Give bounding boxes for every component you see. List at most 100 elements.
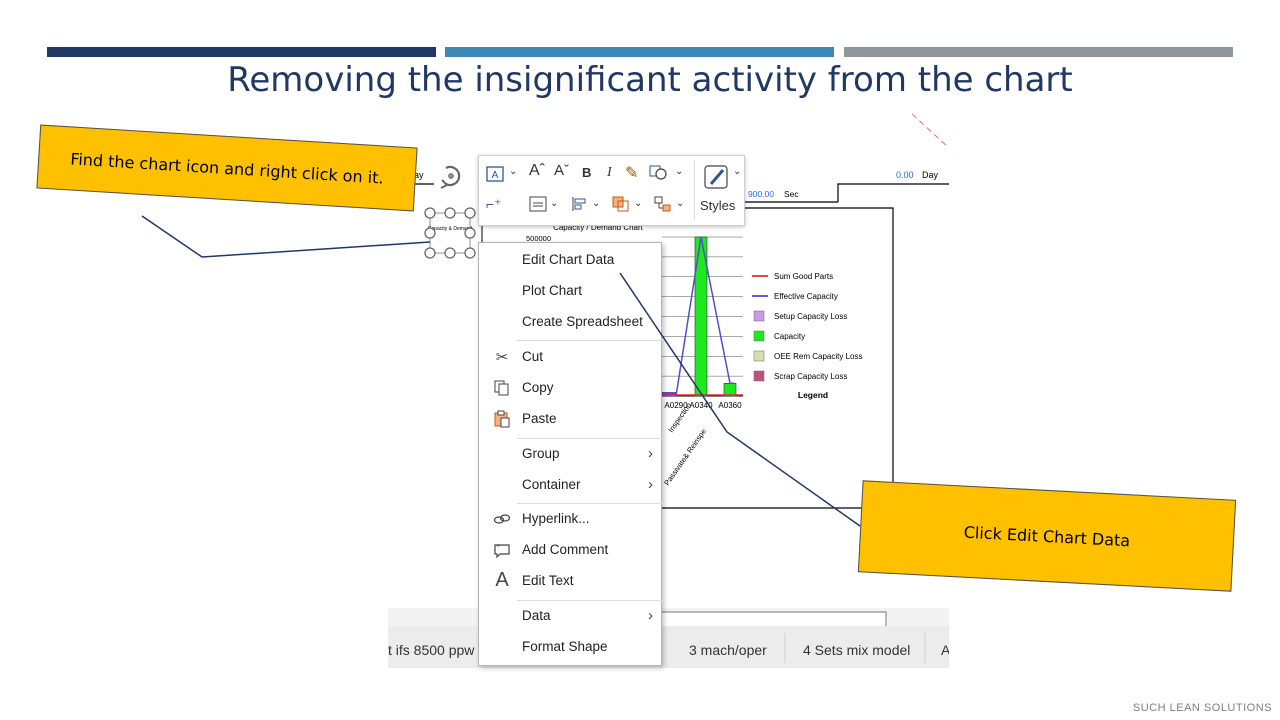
legend-swatch (753, 350, 765, 362)
sheet-tab-mix-model[interactable]: 4 Sets mix model (803, 642, 910, 658)
menu-item-label: Format Shape (522, 639, 608, 654)
menu-item-label: Plot Chart (522, 283, 583, 298)
menu-item-paste[interactable]: Paste (479, 405, 663, 435)
selection-handle[interactable] (424, 207, 436, 219)
text-box-icon[interactable]: A (486, 166, 504, 185)
shrink-font-icon[interactable]: Aˇ (554, 162, 569, 179)
connector-line-1 (141, 215, 431, 258)
y-tick-label: 500000 (526, 234, 551, 243)
comment-icon: + (492, 541, 512, 561)
legend-swatch (753, 330, 765, 342)
menu-item-data[interactable]: Data › (479, 602, 663, 632)
menu-item-label: Add Comment (522, 542, 609, 557)
context-menu: Edit Chart Data Plot Chart Create Spread… (478, 242, 663, 666)
sec-value: 900.00 (748, 189, 774, 199)
menu-item-container[interactable]: Container › (479, 471, 663, 501)
bold-icon[interactable]: B (582, 165, 592, 180)
selection-handle[interactable] (464, 227, 476, 239)
menu-item-hyperlink[interactable]: Hyperlink... (479, 505, 663, 535)
link-icon (492, 510, 512, 530)
dashed-guide-line (911, 113, 949, 149)
legend-swatch (753, 310, 765, 322)
styles-label[interactable]: Styles (700, 198, 736, 213)
menu-item-cut[interactable]: ✂ Cut (479, 343, 663, 373)
align-shapes-icon[interactable] (571, 196, 589, 215)
arrange-icon[interactable] (612, 196, 630, 215)
chevron-down-icon[interactable]: ⌄ (676, 198, 685, 209)
chart-shape-icon[interactable]: Capacity & Demand (424, 207, 476, 259)
menu-item-label: Copy (522, 380, 554, 395)
capacity-bar (723, 382, 737, 397)
fill-color-icon[interactable] (649, 164, 669, 183)
menu-item-label: Hyperlink... (522, 511, 590, 526)
position-icon[interactable] (654, 196, 672, 215)
connector-icon[interactable]: ⌐⁺ (486, 196, 502, 212)
menu-item-create-spreadsheet[interactable]: Create Spreadsheet (479, 308, 663, 338)
header-bar-navy (47, 47, 436, 57)
svg-text:+: + (496, 543, 500, 550)
menu-item-label: Container (522, 477, 581, 492)
chevron-right-icon: › (648, 445, 653, 462)
sheet-tab-mach-oper[interactable]: 3 mach/oper (689, 642, 767, 658)
menu-separator (517, 503, 663, 504)
italic-icon[interactable]: I (607, 165, 612, 180)
rotate-handle-icon[interactable] (440, 165, 461, 189)
menu-item-format-shape[interactable]: Format Shape (479, 633, 663, 663)
menu-separator (517, 600, 663, 601)
menu-item-label: Cut (522, 349, 544, 364)
menu-item-label: Create Spreadsheet (522, 314, 643, 329)
selection-handle[interactable] (444, 207, 456, 219)
legend-entry: Sum Good Parts (774, 272, 833, 281)
chart-title: Capacity / Demand Chart (553, 223, 644, 232)
chevron-right-icon: › (648, 607, 653, 624)
chevron-down-icon[interactable]: ⌄ (592, 198, 601, 209)
menu-item-add-comment[interactable]: + Add Comment (479, 536, 663, 566)
align-text-icon[interactable] (529, 196, 547, 215)
selection-handle[interactable] (464, 247, 476, 259)
chart-shape-label: Capacity & Demand (428, 226, 473, 232)
menu-item-copy[interactable]: Copy (479, 374, 663, 404)
menu-item-plot-chart[interactable]: Plot Chart (479, 277, 663, 307)
menu-item-label: Edit Text (522, 573, 574, 588)
selection-handle[interactable] (424, 227, 436, 239)
callout-edit-chart-data: Click Edit Chart Data (857, 480, 1237, 592)
menu-item-edit-text[interactable]: A Edit Text (479, 567, 663, 597)
day-value: 0.00 (896, 170, 914, 180)
selection-handle[interactable] (424, 247, 436, 259)
selection-handle[interactable] (444, 247, 456, 259)
sec-label: Sec (784, 189, 799, 199)
menu-item-group[interactable]: Group › (479, 440, 663, 470)
menu-item-label: Edit Chart Data (522, 252, 615, 267)
format-painter-icon[interactable]: ✎ (625, 165, 639, 182)
legend-entry: Setup Capacity Loss (774, 312, 847, 321)
day-label-right: Day (922, 170, 939, 180)
menu-item-label: Data (522, 608, 551, 623)
legend-entry: Effective Capacity (774, 292, 838, 301)
menu-item-edit-chart-data[interactable]: Edit Chart Data (479, 246, 663, 276)
chevron-down-icon[interactable]: ⌄ (509, 166, 518, 177)
chevron-down-icon[interactable]: ⌄ (675, 166, 684, 177)
header-bar-gray (844, 47, 1233, 57)
x-tick-label: A0360 (718, 401, 742, 410)
styles-icon[interactable] (703, 164, 733, 195)
text-a-icon: A (495, 569, 509, 591)
grow-font-icon[interactable]: Aˆ (529, 162, 545, 179)
menu-separator (517, 438, 663, 439)
chevron-down-icon[interactable]: ⌄ (733, 166, 742, 177)
selection-handle[interactable] (464, 207, 476, 219)
sheet-tab-cut[interactable]: A (941, 642, 949, 658)
chevron-down-icon[interactable]: ⌄ (634, 198, 643, 209)
menu-item-label: Group (522, 446, 560, 461)
footer-logo: SUCH LEAN SOLUTIONS (1132, 702, 1272, 714)
scrollbar[interactable] (642, 611, 887, 629)
scissors-icon: ✂ (495, 349, 509, 366)
mini-toolbar: A ⌄ Aˆ Aˇ B I ✎ ⌄ ⌐⁺ ⌄ ⌄ ⌄ ⌄ ⌄ Styles (478, 155, 745, 226)
slide-title: Removing the insignificant activity from… (227, 60, 1073, 100)
legend-swatch (753, 370, 765, 382)
clipboard-icon (492, 410, 512, 430)
ribbon-divider (694, 160, 695, 220)
header-bar-blue (445, 47, 834, 57)
legend-entry: Capacity (774, 332, 805, 341)
chevron-down-icon[interactable]: ⌄ (550, 198, 559, 209)
sheet-tab-ifs[interactable]: t ifs 8500 ppw (388, 642, 475, 658)
